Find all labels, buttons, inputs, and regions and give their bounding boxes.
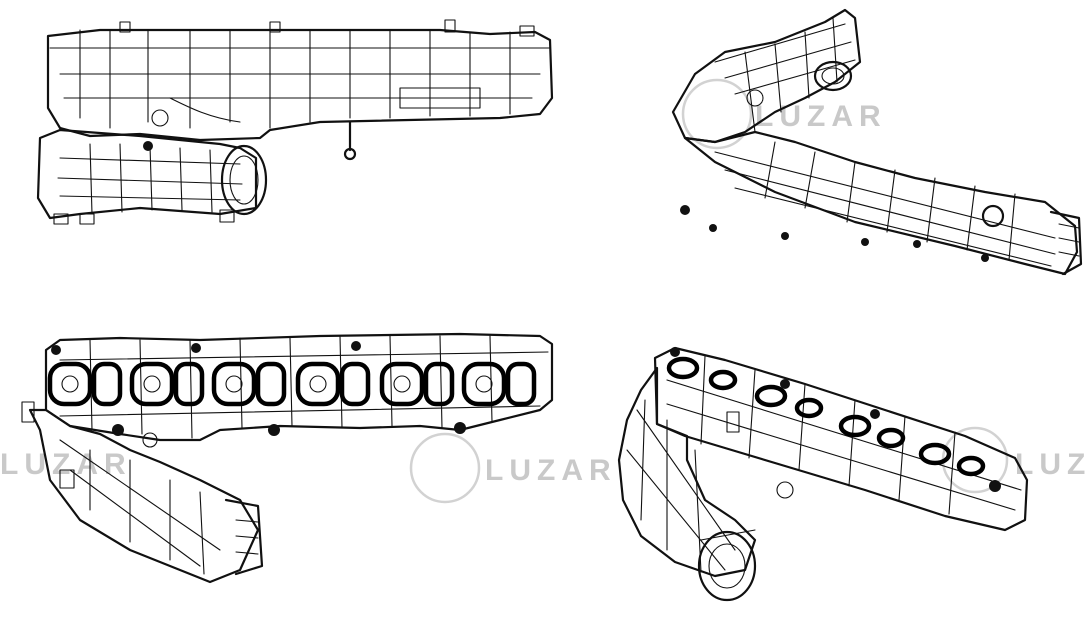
- manifold-port-face-view: LUZAR: [0, 330, 560, 600]
- luzar-watermark: LUZAR: [941, 426, 1092, 494]
- luzar-watermark: LUZAR: [409, 432, 617, 504]
- manifold-front-iso-drawing: LUZAR LUZAR: [409, 346, 1092, 602]
- watermark-brand-text: LUZAR: [0, 448, 132, 481]
- watermark-brand-text: LUZAR: [1015, 448, 1092, 481]
- luzar-watermark: LUZAR: [0, 448, 132, 481]
- luzar-watermark: LUZAR: [681, 78, 887, 150]
- manifold-rear-iso-view: LUZAR: [655, 2, 1085, 282]
- watermark-brand-text: LUZAR: [755, 100, 887, 133]
- manifold-side-drawing: [36, 19, 554, 225]
- manifold-rear-iso-drawing: LUZAR: [671, 8, 1083, 276]
- manifold-side-view: [20, 18, 560, 233]
- manifold-front-iso-view: LUZAR LUZAR: [405, 340, 1092, 615]
- manifold-port-face-drawing: LUZAR: [0, 332, 554, 584]
- watermark-brand-text: LUZAR: [485, 454, 617, 487]
